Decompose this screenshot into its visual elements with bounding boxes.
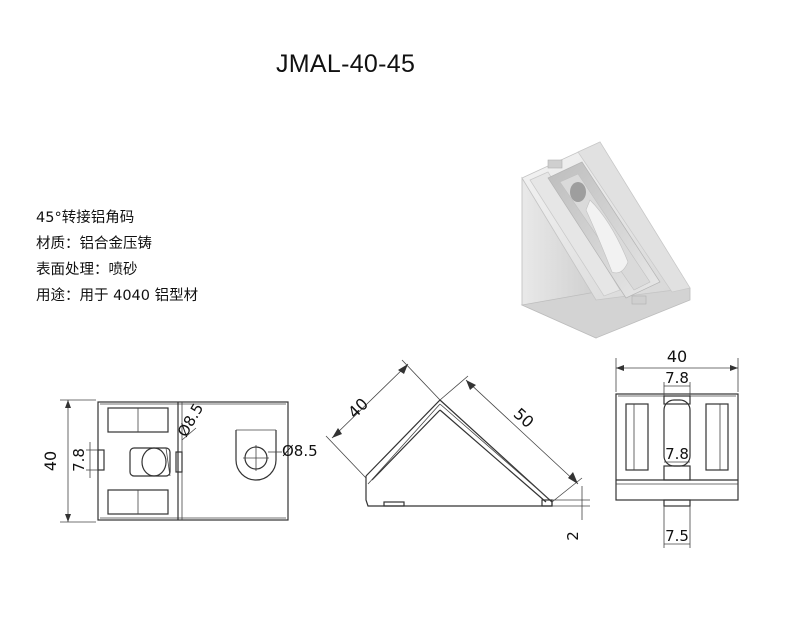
- side-view: [325, 359, 590, 520]
- side-foot-label: 2: [564, 531, 582, 541]
- spec-surface: 表面处理：喷砂: [36, 262, 138, 278]
- front-slot-label: 7.8: [70, 448, 88, 472]
- side-hyp-label: 50: [510, 404, 538, 432]
- front-hole-left-label: Ø8.5: [174, 400, 207, 440]
- spec-list: 45°转接铝角码 材质：铝合金压铸 表面处理：喷砂 用途：用于 4040 铝型材: [36, 205, 198, 309]
- front-hole-right-label: Ø8.5: [282, 442, 318, 460]
- end-slot-mid-label: 7.8: [665, 445, 689, 463]
- front-view: [60, 399, 289, 523]
- end-slot-top-label: 7.8: [665, 369, 689, 387]
- product-render-image: [520, 141, 691, 339]
- spec-usage: 用途：用于 4040 铝型材: [36, 288, 199, 304]
- end-slot-bottom-label: 7.5: [665, 527, 689, 545]
- end-view: [615, 358, 739, 548]
- end-width-label: 40: [667, 347, 687, 366]
- side-leg-label: 40: [344, 394, 372, 422]
- front-height-label: 40: [41, 451, 60, 471]
- spec-material: 材质：铝合金压铸: [36, 236, 152, 252]
- spec-name: 45°转接铝角码: [36, 210, 135, 226]
- part-number-title: JMAL-40-45: [276, 50, 416, 78]
